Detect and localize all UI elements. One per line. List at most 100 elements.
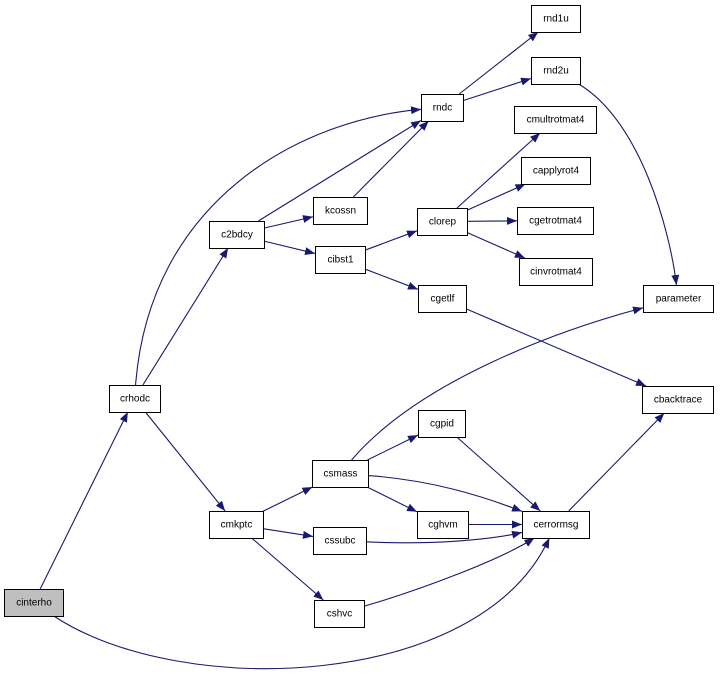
edge-rnd2u-to-parameter: [578, 83, 680, 286]
node-cmkptc[interactable]: cmkptc: [209, 511, 264, 539]
node-cinvrotmat4[interactable]: cinvrotmat4: [519, 258, 593, 286]
edge-kcossn-to-rndc: [352, 120, 430, 198]
edge-cmkptc-to-cssubc: [262, 528, 314, 539]
node-box-csmass[interactable]: [312, 460, 369, 488]
edge-clorep-to-cinvrotmat4: [466, 232, 526, 259]
node-label-cssubc: cssubc: [324, 536, 355, 547]
node-box-cssubc[interactable]: [313, 527, 367, 555]
node-label-capplyrot4: capplyrot4: [533, 166, 580, 177]
node-cshvc[interactable]: cshvc: [314, 600, 365, 628]
edge-rndc-to-rnd1u: [458, 31, 539, 95]
edge-c2bdcy-to-cibst1: [263, 240, 316, 256]
node-label-csmass: csmass: [324, 469, 358, 480]
edge-rndc-to-rnd2u: [462, 77, 532, 102]
edge-cibst1-to-cgetlf: [364, 268, 419, 290]
node-box-cgetrotmat4[interactable]: [517, 207, 594, 235]
node-csmass[interactable]: csmass: [312, 460, 369, 488]
node-label-kcossn: kcossn: [325, 206, 356, 217]
node-box-cmkptc[interactable]: [209, 511, 264, 539]
node-label-cshvc: cshvc: [327, 609, 353, 620]
node-label-cibst1: cibst1: [327, 255, 354, 266]
node-label-rndc: rndc: [433, 103, 452, 114]
edge-crhodc-to-c2bdcy: [142, 247, 229, 386]
node-label-cgpid: cgpid: [430, 419, 454, 430]
node-label-cmkptc: cmkptc: [221, 520, 253, 531]
node-rnd2u[interactable]: rnd2u: [531, 57, 581, 85]
node-label-cghvm: cghvm: [428, 520, 457, 531]
node-cgetlf[interactable]: cgetlf: [418, 285, 467, 313]
edge-crhodc-to-cmkptc: [144, 411, 226, 512]
node-label-cbacktrace: cbacktrace: [654, 395, 703, 406]
node-cerrormsg[interactable]: cerrormsg: [522, 511, 590, 539]
node-label-cerrormsg: cerrormsg: [533, 520, 578, 531]
node-box-cshvc[interactable]: [314, 600, 365, 628]
edge-cibst1-to-clorep: [364, 230, 418, 251]
edge-c2bdcy-to-kcossn: [263, 215, 314, 229]
edge-cgetlf-to-cbacktrace: [465, 308, 647, 387]
node-box-kcossn[interactable]: [313, 197, 368, 225]
node-rnd1u[interactable]: rnd1u: [531, 5, 581, 33]
node-box-cmultrotmat4[interactable]: [514, 106, 597, 134]
node-label-rnd1u: rnd1u: [543, 14, 569, 25]
node-cinterho[interactable]: cinterho: [4, 589, 64, 617]
node-label-cmultrotmat4: cmultrotmat4: [527, 115, 585, 126]
node-cmultrotmat4[interactable]: cmultrotmat4: [514, 106, 597, 134]
node-label-c2bdcy: c2bdcy: [221, 230, 253, 241]
edge-csmass-to-cgpid: [367, 434, 419, 461]
edge-cssubc-to-cerrormsg: [365, 530, 523, 544]
node-cssubc[interactable]: cssubc: [313, 527, 367, 555]
node-label-crhodc: crhodc: [120, 394, 150, 405]
node-box-clorep[interactable]: [417, 208, 468, 236]
node-label-cgetrotmat4: cgetrotmat4: [529, 216, 582, 227]
edge-cmkptc-to-csmass: [262, 486, 313, 512]
node-box-capplyrot4[interactable]: [521, 157, 591, 185]
node-label-cgetlf: cgetlf: [431, 294, 455, 305]
node-box-cinvrotmat4[interactable]: [519, 258, 593, 286]
node-rndc[interactable]: rndc: [421, 94, 464, 122]
edge-csmass-to-parameter: [351, 306, 644, 461]
edge-c2bdcy-to-rndc: [258, 120, 422, 222]
node-box-cgetlf[interactable]: [418, 285, 467, 313]
node-parameter[interactable]: parameter: [643, 285, 714, 313]
node-cgetrotmat4[interactable]: cgetrotmat4: [517, 207, 594, 235]
node-c2bdcy[interactable]: c2bdcy: [209, 221, 265, 249]
node-cghvm[interactable]: cghvm: [417, 511, 469, 539]
node-capplyrot4[interactable]: capplyrot4: [521, 157, 591, 185]
nodes-layer: cinterho crhodc c2bdcy cmkptc kcossn cibst1 rn…: [4, 5, 714, 628]
edge-cerrormsg-to-cbacktrace: [568, 412, 665, 512]
node-box-cghvm[interactable]: [417, 511, 469, 539]
node-box-rnd2u[interactable]: [531, 57, 581, 85]
node-label-clorep: clorep: [429, 217, 457, 228]
node-kcossn[interactable]: kcossn: [313, 197, 368, 225]
node-box-rnd1u[interactable]: [531, 5, 581, 33]
node-label-rnd2u: rnd2u: [543, 66, 569, 77]
edge-cinterho-to-cerrormsg: [53, 537, 550, 670]
node-crhodc[interactable]: crhodc: [109, 385, 161, 413]
edge-cgpid-to-cerrormsg: [456, 436, 541, 512]
node-box-cgpid[interactable]: [418, 410, 466, 438]
node-box-parameter[interactable]: [643, 285, 714, 313]
edge-csmass-to-cerrormsg: [367, 474, 523, 512]
node-box-cerrormsg[interactable]: [522, 511, 590, 539]
node-label-cinvrotmat4: cinvrotmat4: [530, 267, 582, 278]
node-box-c2bdcy[interactable]: [209, 221, 265, 249]
node-box-cbacktrace[interactable]: [642, 386, 714, 414]
edge-cmkptc-to-cshvc: [251, 537, 324, 601]
node-box-rndc[interactable]: [421, 94, 464, 122]
edges-layer: [39, 31, 680, 670]
edge-crhodc-to-rndc: [135, 106, 422, 386]
edge-clorep-to-capplyrot4: [466, 183, 526, 211]
edge-csmass-to-cghvm: [366, 486, 418, 513]
node-label-cinterho: cinterho: [16, 598, 52, 609]
node-cbacktrace[interactable]: cbacktrace: [642, 386, 714, 414]
node-clorep[interactable]: clorep: [417, 208, 468, 236]
edge-cinterho-to-crhodc: [39, 411, 129, 590]
node-box-cinterho[interactable]: [4, 589, 64, 617]
node-cgpid[interactable]: cgpid: [418, 410, 466, 438]
node-box-crhodc[interactable]: [109, 385, 161, 413]
node-label-parameter: parameter: [656, 294, 702, 305]
node-box-cibst1[interactable]: [315, 246, 366, 274]
edge-cshvc-to-cerrormsg: [363, 537, 535, 607]
node-cibst1[interactable]: cibst1: [315, 246, 366, 274]
